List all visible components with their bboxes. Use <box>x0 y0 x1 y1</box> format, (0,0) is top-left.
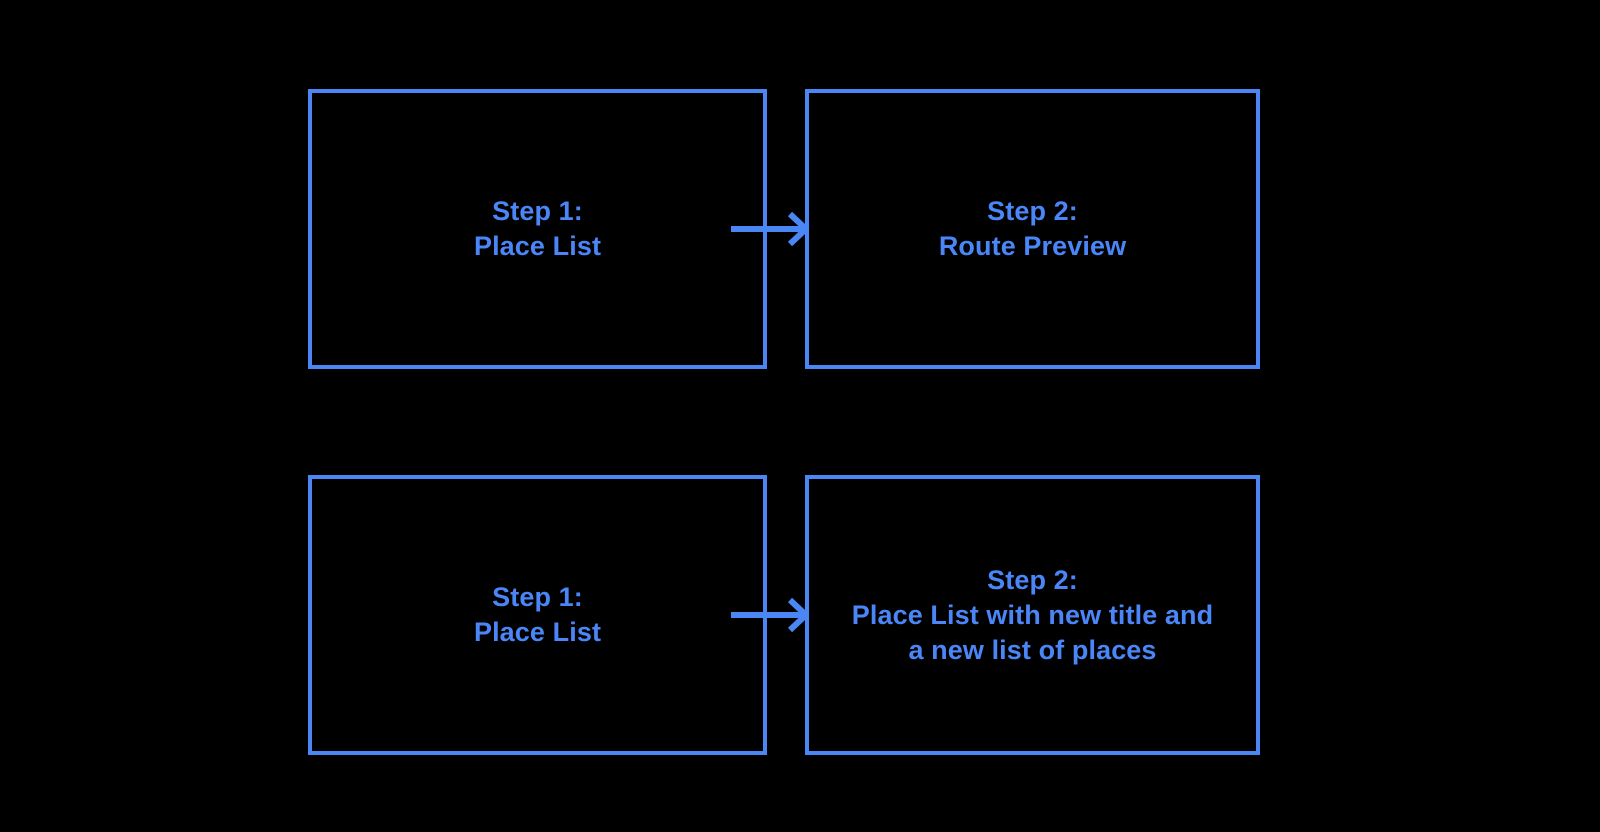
step-box-label: Step 1: Place List <box>473 196 602 261</box>
flow-row-2: Step 1: Place List Step 2: Place List wi… <box>0 475 1600 755</box>
step-box-row1-to[interactable]: Step 2: Route Preview <box>805 89 1260 369</box>
step-box-label: Step 2: Place List with new title and a … <box>851 564 1214 665</box>
step-box-row2-from[interactable]: Step 1: Place List <box>308 475 767 755</box>
step-box-label: Step 2: Route Preview <box>938 196 1127 261</box>
flow-row-1: Step 1: Place List Step 2: Route Preview <box>0 89 1600 369</box>
step-box-label: Step 1: Place List <box>473 582 602 647</box>
step-box-row2-to[interactable]: Step 2: Place List with new title and a … <box>805 475 1260 755</box>
step-box-row1-from[interactable]: Step 1: Place List <box>308 89 767 369</box>
